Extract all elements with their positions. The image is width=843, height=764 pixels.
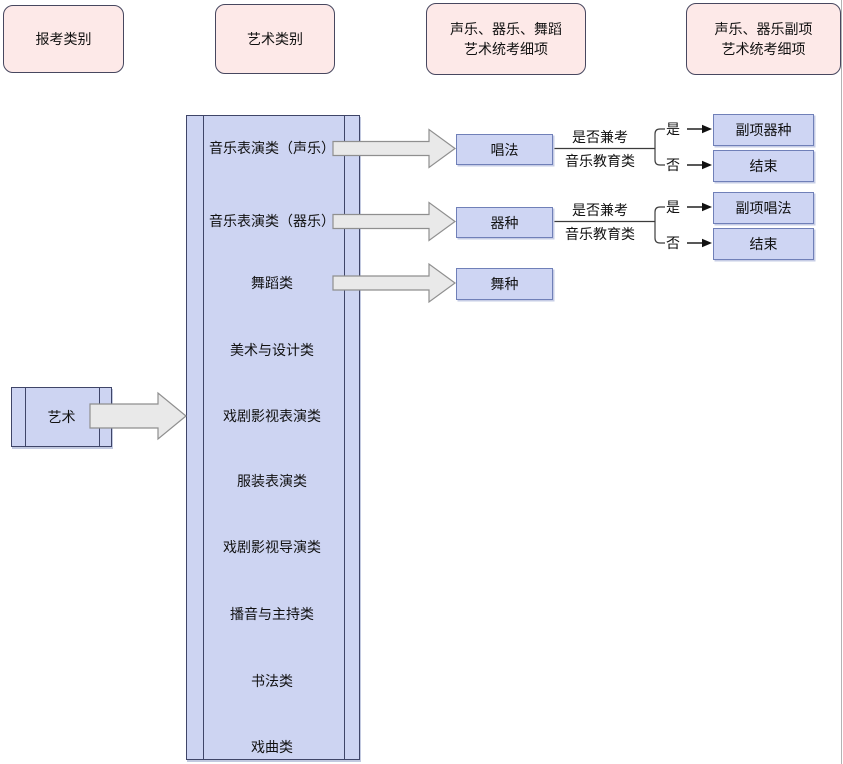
condition-label-1-line1: 是否兼考: [572, 129, 628, 145]
category-item-fine-art-design: 美术与设计类: [230, 342, 314, 358]
arrowhead-no-1: [702, 160, 712, 170]
header-unified-exam-detail-line1: 声乐、器乐、舞蹈: [450, 21, 562, 37]
category-item-calligraphy: 书法类: [251, 673, 293, 689]
header-application-category: 报考类别: [3, 5, 124, 73]
node-end-1: 结束: [713, 150, 814, 182]
yes-label-2: 是: [666, 199, 680, 215]
arrowhead-yes-2: [702, 202, 712, 212]
category-item-vocal-performance: 音乐表演类（声乐）: [209, 140, 335, 156]
node-secondary-instrument: 副项器种: [713, 114, 814, 146]
header-art-category: 艺术类别: [215, 4, 335, 74]
category-item-broadcasting-hosting: 播音与主持类: [230, 606, 314, 622]
node-art-label: 艺术: [47, 409, 76, 425]
node-vocal-method: 唱法: [456, 134, 553, 165]
header-art-category-line1: 艺术类别: [247, 31, 303, 47]
condition-label-2-line2: 音乐教育类: [565, 226, 635, 242]
header-unified-exam-detail: 声乐、器乐、舞蹈 艺术统考细项: [426, 3, 586, 75]
no-label-1: 否: [666, 157, 680, 173]
arrowhead-no-2: [702, 238, 712, 248]
header-secondary-exam-detail: 声乐、器乐副项 艺术统考细项: [686, 3, 841, 75]
page-right-edge: [841, 0, 842, 764]
header-secondary-exam-detail-line2: 艺术统考细项: [721, 41, 806, 57]
no-label-2: 否: [666, 235, 680, 251]
node-instrument-type: 器种: [456, 207, 553, 238]
category-item-dance: 舞蹈类: [251, 275, 293, 291]
header-unified-exam-detail-line2: 艺术统考细项: [464, 41, 548, 57]
node-secondary-vocal: 副项唱法: [713, 192, 814, 224]
category-item-opera: 戏曲类: [251, 739, 293, 755]
category-item-fashion-performance: 服装表演类: [237, 473, 307, 489]
condition-label-1-line2: 音乐教育类: [565, 153, 635, 169]
node-end-2: 结束: [713, 228, 814, 260]
header-secondary-exam-detail-line1: 声乐、器乐副项: [714, 21, 813, 37]
header-application-category-line1: 报考类别: [35, 31, 92, 47]
yes-label-1: 是: [666, 121, 680, 137]
arrowhead-yes-1: [702, 124, 712, 134]
node-dance-type: 舞种: [456, 268, 553, 300]
node-art-root: 艺术: [11, 387, 112, 447]
category-item-drama-film-directing: 戏剧影视导演类: [223, 539, 321, 555]
category-list-panel: [186, 115, 360, 760]
category-item-instrument-performance: 音乐表演类（器乐）: [209, 213, 335, 229]
category-item-drama-film-acting: 戏剧影视表演类: [223, 408, 321, 424]
condition-label-2-line1: 是否兼考: [572, 202, 628, 218]
